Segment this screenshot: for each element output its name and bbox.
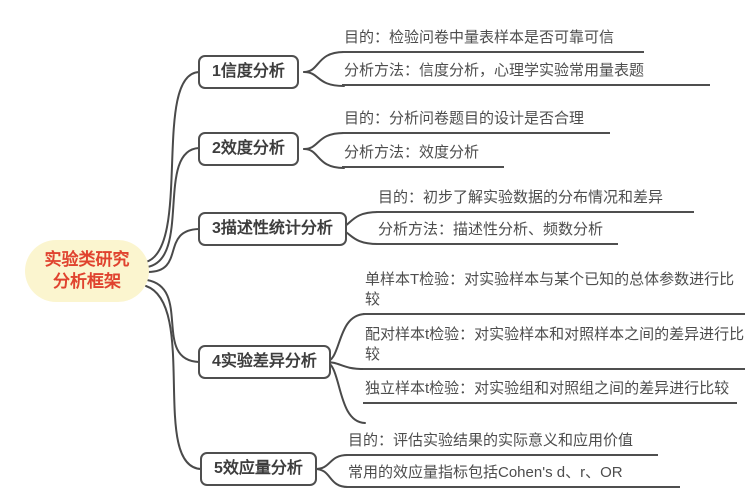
- root-topic[interactable]: 实验类研究 分析框架: [25, 240, 149, 302]
- branch-reliability-analysis[interactable]: 1信度分析: [198, 55, 299, 89]
- root-topic-line1: 实验类研究: [44, 250, 130, 269]
- leaf-effect-size-purpose[interactable]: 目的：评估实验结果的实际意义和应用价值: [346, 431, 658, 456]
- leaf-one-sample-t-test[interactable]: 单样本T检验：对实验样本与某个已知的总体参数进行比较: [363, 270, 745, 315]
- leaf-reliability-method[interactable]: 分析方法：信度分析，心理学实验常用量表题: [342, 61, 710, 86]
- leaf-effect-size-indicators[interactable]: 常用的效应量指标包括Cohen's d、r、OR: [346, 463, 680, 488]
- leaf-descriptive-purpose[interactable]: 目的：初步了解实验数据的分布情况和差异: [376, 188, 694, 213]
- leaf-paired-sample-t-test[interactable]: 配对样本t检验：对实验样本和对照样本之间的差异进行比较: [363, 325, 745, 370]
- leaf-descriptive-method[interactable]: 分析方法：描述性分析、频数分析: [376, 220, 618, 245]
- root-topic-line2: 分析框架: [53, 272, 121, 291]
- leaf-reliability-purpose[interactable]: 目的：检验问卷中量表样本是否可靠可信: [342, 28, 644, 53]
- branch-experimental-difference[interactable]: 4实验差异分析: [198, 345, 331, 379]
- branch-descriptive-statistics[interactable]: 3描述性统计分析: [198, 212, 347, 246]
- leaf-validity-purpose[interactable]: 目的：分析问卷题目的设计是否合理: [342, 109, 610, 134]
- branch-validity-analysis[interactable]: 2效度分析: [198, 132, 299, 166]
- leaf-validity-method[interactable]: 分析方法：效度分析: [342, 143, 504, 168]
- branch-effect-size[interactable]: 5效应量分析: [200, 452, 317, 486]
- leaf-independent-sample-t-test[interactable]: 独立样本t检验：对实验组和对照组之间的差异进行比较: [363, 379, 737, 404]
